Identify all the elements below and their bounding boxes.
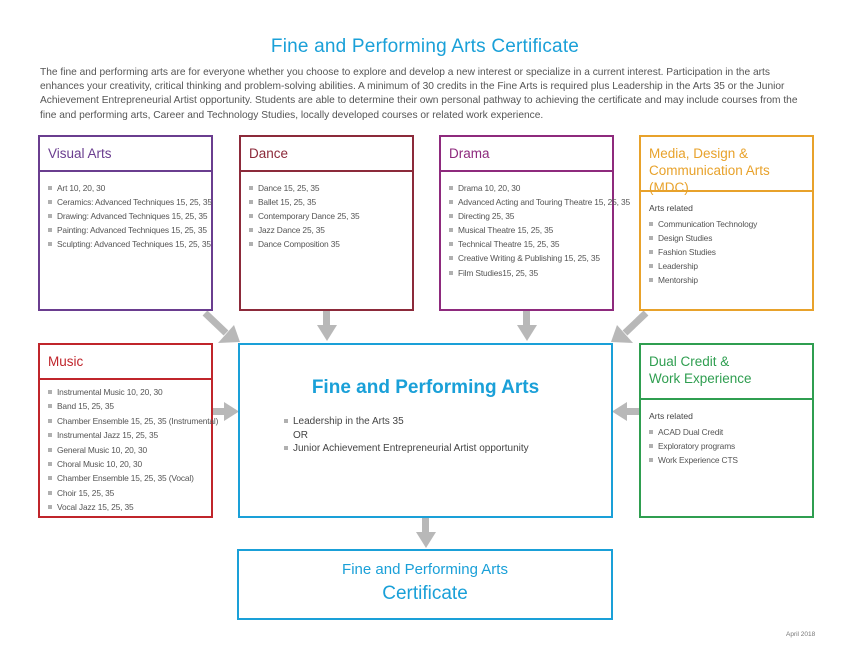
center-list: Leadership in the Arts 35 OR Junior Achi… <box>284 415 529 456</box>
footer-date: April 2018 <box>786 631 816 638</box>
list-item: Work Experience CTS <box>649 453 808 467</box>
list-item: Contemporary Dance 25, 35 <box>249 209 408 223</box>
list-item: Junior Achievement Entrepreneurial Artis… <box>284 442 529 456</box>
list-item: Vocal Jazz 15, 25, 35 <box>48 500 207 514</box>
mdc-box: Media, Design & Communication Arts (MDC)… <box>639 135 814 311</box>
drama-divider <box>441 170 612 172</box>
drama-box: Drama Drama 10, 20, 30 Advanced Acting a… <box>439 135 630 311</box>
dual-credit-heading-line2: Work Experience <box>649 371 752 386</box>
list-item: Musical Theatre 15, 25, 35 <box>449 223 608 237</box>
arrow-visual-arts <box>202 310 240 343</box>
list-item: Painting: Advanced Techniques 15, 25, 35 <box>48 223 207 237</box>
mdc-divider <box>641 190 812 192</box>
visual-arts-list: Art 10, 20, 30 Ceramics: Advanced Techni… <box>48 181 212 251</box>
dance-divider <box>241 170 412 172</box>
list-item: ACAD Dual Credit <box>649 425 808 439</box>
list-item: Design Studies <box>649 231 808 245</box>
mdc-list: Arts related Communication Technology De… <box>649 201 808 288</box>
list-item: Drawing: Advanced Techniques 15, 25, 35 <box>48 209 208 223</box>
list-item: Jazz Dance 25, 35 <box>249 223 408 237</box>
arrow-dance <box>317 311 337 341</box>
list-item: Communication Technology <box>649 217 808 231</box>
visual-arts-divider <box>40 170 211 172</box>
dual-credit-subheading: Arts related <box>649 411 693 421</box>
list-item: Ceramics: Advanced Techniques 15, 25, 35 <box>48 195 212 209</box>
list-item: Ballet 15, 25, 35 <box>249 195 408 209</box>
list-item: Leadership in the Arts 35 <box>284 415 529 429</box>
list-item: Band 15, 25, 35 <box>48 399 207 413</box>
center-box: Fine and Performing Arts Leadership in t… <box>238 343 613 518</box>
dual-credit-divider <box>641 398 812 400</box>
music-divider <box>40 378 211 380</box>
list-item: Drama 10, 20, 30 <box>449 181 608 195</box>
list-item: Advanced Acting and Touring Theatre 15, … <box>449 195 630 209</box>
list-item: Leadership <box>649 259 808 273</box>
list-item: Chamber Ensemble 15, 25, 35 (Instrumenta… <box>48 414 218 428</box>
center-heading: Fine and Performing Arts <box>311 377 540 398</box>
dance-heading: Dance <box>249 146 289 161</box>
visual-arts-box: Visual Arts Art 10, 20, 30 Ceramics: Adv… <box>38 135 213 311</box>
music-list: Instrumental Music 10, 20, 30 Band 15, 2… <box>48 385 218 515</box>
list-item: Exploratory programs <box>649 439 808 453</box>
or-label: OR <box>293 429 308 441</box>
list-item: Mentorship <box>649 273 808 287</box>
list-item: Choral Music 10, 20, 30 <box>48 457 207 471</box>
drama-list: Drama 10, 20, 30 Advanced Acting and Tou… <box>449 181 630 280</box>
certificate-box: Fine and Performing Arts Certificate <box>237 549 613 620</box>
music-heading: Music <box>48 354 84 369</box>
dual-credit-box: Dual Credit & Work Experience Arts relat… <box>639 343 814 518</box>
page-title: Fine and Performing Arts Certificate <box>270 36 580 57</box>
mdc-heading-line1: Media, Design & <box>649 146 749 161</box>
dual-credit-heading-line1: Dual Credit & <box>649 354 730 369</box>
list-item: Sculpting: Advanced Techniques 15, 25, 3… <box>48 237 211 251</box>
arrow-mdc <box>611 310 649 343</box>
list-item: Art 10, 20, 30 <box>48 181 207 195</box>
certificate-line1: Fine and Performing Arts <box>342 561 508 578</box>
list-item: Dance 15, 25, 35 <box>249 181 408 195</box>
list-item: Directing 25, 35 <box>449 209 608 223</box>
list-item: Fashion Studies <box>649 245 808 259</box>
drama-heading: Drama <box>449 146 490 161</box>
music-box: Music Instrumental Music 10, 20, 30 Band… <box>38 343 218 518</box>
dance-box: Dance Dance 15, 25, 35 Ballet 15, 25, 35… <box>239 135 414 311</box>
arrow-dual-credit <box>612 402 639 421</box>
dance-list: Dance 15, 25, 35 Ballet 15, 25, 35 Conte… <box>249 181 408 251</box>
certificate-line2: Certificate <box>382 583 468 604</box>
arrow-drama <box>517 311 537 341</box>
list-item: Chamber Ensemble 15, 25, 35 (Vocal) <box>48 471 207 485</box>
list-item: Technical Theatre 15, 25, 35 <box>449 237 608 251</box>
list-item: Film Studies15, 25, 35 <box>449 266 608 280</box>
arrow-certificate <box>416 518 436 548</box>
intro-paragraph: The fine and performing arts are for eve… <box>40 67 798 121</box>
list-item: Instrumental Jazz 15, 25, 35 <box>48 428 207 442</box>
visual-arts-heading: Visual Arts <box>48 146 112 161</box>
list-item: Dance Composition 35 <box>249 237 408 251</box>
mdc-subheading: Arts related <box>649 203 693 213</box>
list-item: Instrumental Music 10, 20, 30 <box>48 385 207 399</box>
list-item: Choir 15, 25, 35 <box>48 486 207 500</box>
list-item: General Music 10, 20, 30 <box>48 443 207 457</box>
dual-credit-heading: Dual Credit & Work Experience <box>641 345 812 516</box>
list-item: Creative Writing & Publishing 15, 25, 35 <box>449 251 608 265</box>
dual-credit-list: Arts related ACAD Dual Credit Explorator… <box>649 409 808 467</box>
arrow-music <box>212 402 239 421</box>
